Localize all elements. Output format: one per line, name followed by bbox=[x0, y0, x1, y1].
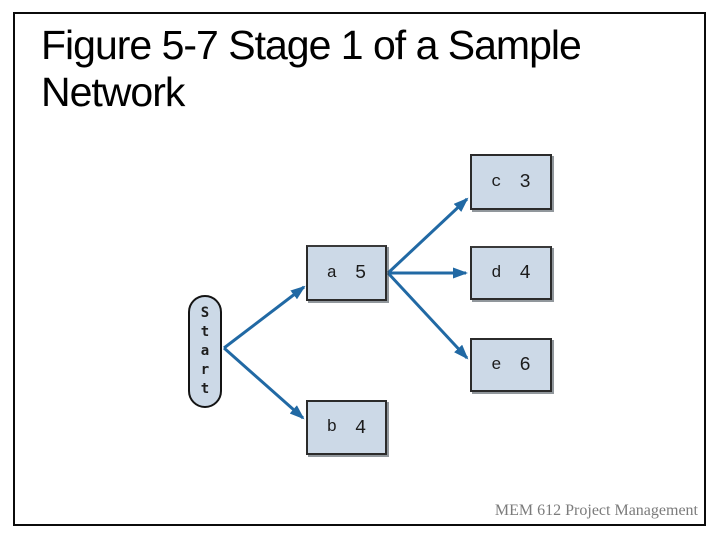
node-start-label: Start bbox=[200, 305, 210, 397]
edge-a-e bbox=[386, 271, 469, 360]
edge-start-a bbox=[223, 285, 306, 350]
node-start: Start bbox=[188, 295, 222, 408]
edge-start-b bbox=[223, 346, 305, 420]
node-e-value: 6 bbox=[519, 354, 531, 376]
node-d-label: d bbox=[491, 263, 502, 283]
node-c-label: c bbox=[491, 172, 502, 192]
slide-footer: MEM 612 Project Management bbox=[494, 502, 698, 519]
node-a: a 5 bbox=[306, 245, 387, 301]
node-a-value: 5 bbox=[354, 262, 367, 284]
node-d: d 4 bbox=[470, 246, 552, 300]
node-b-value: 4 bbox=[354, 416, 367, 439]
node-e-label: e bbox=[491, 355, 502, 375]
slide-frame: Figure 5-7 Stage 1 of a Sample Network S… bbox=[13, 12, 706, 526]
slide-title: Figure 5-7 Stage 1 of a Sample Network bbox=[41, 22, 582, 115]
node-c: c 3 bbox=[470, 154, 552, 210]
node-b-label: b bbox=[326, 418, 337, 437]
node-c-value: 3 bbox=[519, 171, 531, 193]
node-d-value: 4 bbox=[519, 262, 531, 284]
node-e: e 6 bbox=[470, 338, 552, 392]
node-a-label: a bbox=[326, 263, 337, 283]
node-b: b 4 bbox=[306, 400, 387, 455]
edge-a-c bbox=[386, 197, 469, 275]
